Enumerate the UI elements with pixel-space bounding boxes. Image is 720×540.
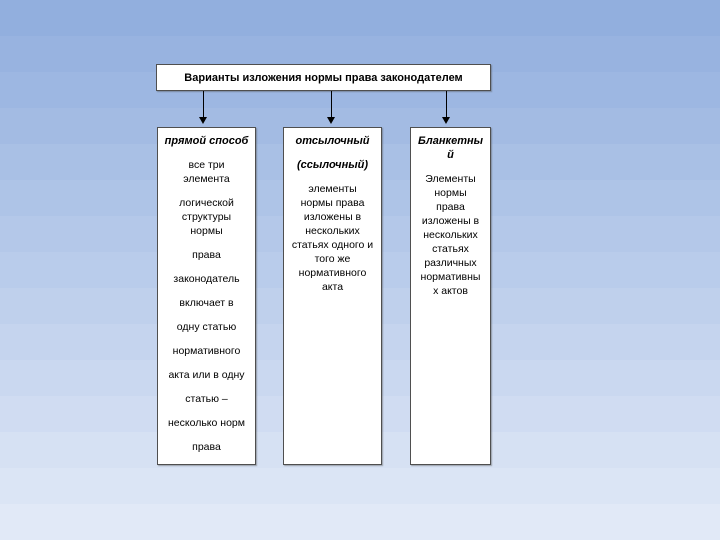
box-reference-method: отсылочный (ссылочный) элементы нормы пра… — [283, 127, 382, 465]
box-paragraph: включает в — [179, 297, 234, 309]
box-paragraph: нормативного — [172, 345, 241, 357]
box-paragraph: одну статью — [176, 321, 237, 333]
box-paragraph: элементы нормы права изложены в нескольк… — [291, 183, 374, 293]
box-body: элементы нормы права изложены в нескольк… — [286, 182, 379, 294]
box-paragraph: несколько норм — [168, 417, 245, 429]
box-body: Элементы нормы права изложены в нескольк… — [413, 172, 488, 298]
diagram-title: Варианты изложения нормы права законодат… — [184, 71, 463, 84]
box-heading-line: (ссылочный) — [297, 159, 368, 171]
box-paragraph: законодатель — [173, 273, 240, 285]
box-paragraph: акта или в одну — [168, 369, 245, 381]
connector-arrow-middle — [327, 91, 335, 124]
box-headings: отсылочный (ссылочный) — [286, 134, 379, 172]
box-headings: Бланкетны й — [413, 134, 488, 162]
box-heading-line: Бланкетны й — [417, 135, 484, 161]
box-paragraph: права — [192, 441, 221, 453]
box-paragraph: логической структуры нормы — [179, 197, 234, 237]
box-blanket-method: Бланкетны й Элементы нормы права изложен… — [410, 127, 491, 465]
box-direct-method: прямой способ все три элемента логической… — [157, 127, 256, 465]
connector-arrow-left — [199, 91, 207, 124]
title-box: Варианты изложения нормы права законодат… — [156, 64, 491, 91]
box-paragraph: права — [192, 249, 221, 261]
box-heading-line: отсылочный — [295, 135, 370, 147]
box-paragraph: статью – — [185, 393, 228, 405]
box-body: все три элемента логической структуры нор… — [160, 158, 253, 454]
box-headings: прямой способ — [160, 134, 253, 148]
box-heading-line: прямой способ — [164, 135, 249, 147]
box-paragraph: Элементы нормы права изложены в нескольк… — [420, 173, 481, 297]
box-paragraph: все три элемента — [183, 159, 230, 185]
connector-arrow-right — [442, 91, 450, 124]
